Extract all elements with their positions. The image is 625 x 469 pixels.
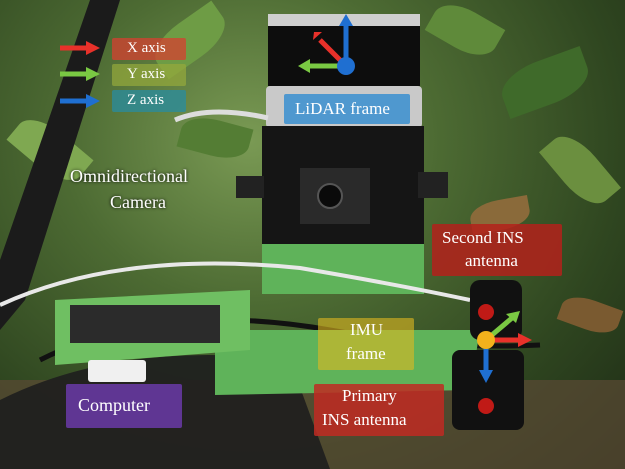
camera-lens xyxy=(317,183,343,209)
primary-ins-marker xyxy=(478,398,494,414)
primary-ins-antenna xyxy=(452,350,524,430)
x-axis-legend-label: X axis xyxy=(127,40,166,56)
lidar-frame-label: LiDAR frame xyxy=(295,99,390,118)
bike-frame-tube xyxy=(0,0,120,330)
second-ins-antenna xyxy=(470,280,522,340)
y-axis-legend-label: Y axis xyxy=(127,66,166,82)
usb-drive xyxy=(88,360,146,382)
cable-white xyxy=(0,261,471,307)
second-ins-marker xyxy=(478,304,494,320)
computer-screen xyxy=(70,305,220,343)
primary-ins-label-line2: INS antenna xyxy=(322,410,407,429)
z-axis-legend-label: Z axis xyxy=(127,92,165,108)
primary-ins-box xyxy=(314,384,444,436)
computer-label: Computer xyxy=(78,395,150,415)
second-ins-label-line1: Second INS xyxy=(442,228,524,247)
lidar-origin xyxy=(337,57,355,75)
ins-axes xyxy=(477,304,532,414)
omni-camera-label-line1: Omnidirectional xyxy=(70,166,188,186)
imu-frame-box xyxy=(318,318,414,370)
axis-legend-arrows xyxy=(60,41,100,108)
x-axis-legend-box xyxy=(112,38,186,60)
second-ins-box xyxy=(432,224,562,276)
ins-origin xyxy=(477,331,495,349)
z-axis-legend-box xyxy=(112,90,186,112)
side-camera-left xyxy=(236,176,264,198)
side-camera-right xyxy=(418,172,448,198)
y-axis-legend-box xyxy=(112,64,186,86)
imu-label-line2: frame xyxy=(346,344,386,363)
computer-box xyxy=(66,384,182,428)
lidar-frame-box xyxy=(284,94,410,124)
omni-camera-label-line2: Camera xyxy=(110,192,166,212)
primary-ins-label-line1: Primary xyxy=(342,386,397,405)
lidar-axes xyxy=(298,14,355,75)
imu-label-line1: IMU xyxy=(350,320,384,339)
second-ins-label-line2: antenna xyxy=(465,251,518,270)
